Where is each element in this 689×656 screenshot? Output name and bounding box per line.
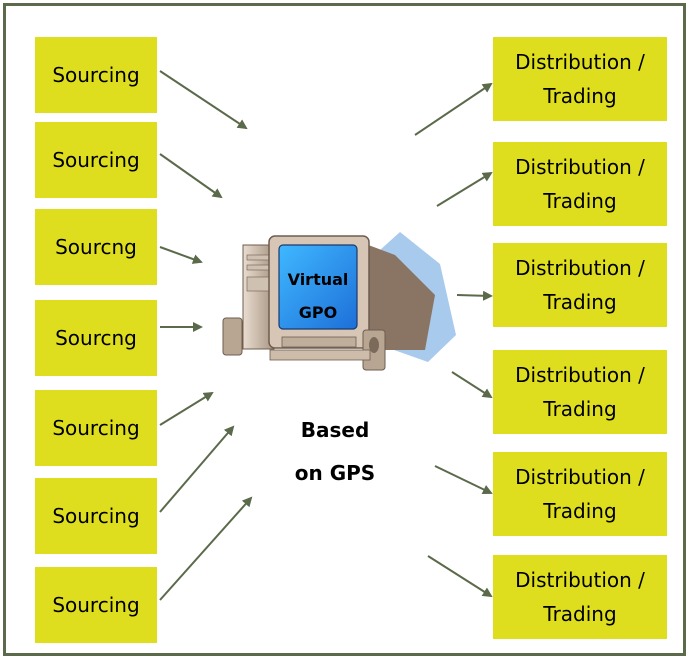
computer-icon xyxy=(222,232,456,371)
source-label-4: Sourcng xyxy=(55,326,137,350)
destination-line1-2: Distribution / xyxy=(515,155,645,179)
destination-line1-3: Distribution / xyxy=(515,256,645,280)
destination-box-4: Distribution / Trading xyxy=(493,350,667,434)
destination-line2-5: Trading xyxy=(543,499,617,523)
screen-label-1: Virtual xyxy=(287,270,349,289)
arrow-destination-2 xyxy=(436,171,493,207)
arrow-destination-5 xyxy=(434,465,493,495)
arrow-source-2 xyxy=(159,153,223,199)
destination-box-1: Distribution / Trading xyxy=(493,37,667,121)
source-label-3: Sourcng xyxy=(55,235,137,259)
source-box-3: Sourcng xyxy=(35,209,157,285)
source-box-5: Sourcing xyxy=(35,390,157,466)
destination-line1-6: Distribution / xyxy=(515,568,645,592)
arrow-source-1 xyxy=(159,70,248,130)
source-box-1: Sourcing xyxy=(35,37,157,113)
arrow-destination-4 xyxy=(451,371,493,399)
arrow-source-7 xyxy=(159,496,253,601)
destination-line2-2: Trading xyxy=(543,189,617,213)
destination-line1-4: Distribution / xyxy=(515,363,645,387)
destination-box-3: Distribution / Trading xyxy=(493,243,667,327)
source-label-6: Sourcing xyxy=(52,504,140,528)
destination-line1-5: Distribution / xyxy=(515,465,645,489)
source-box-2: Sourcing xyxy=(35,122,157,198)
destination-line2-6: Trading xyxy=(543,602,617,626)
source-box-4: Sourcng xyxy=(35,300,157,376)
arrow-destination-1 xyxy=(414,82,493,136)
arrow-source-6 xyxy=(159,425,235,513)
caption-line-1: Based xyxy=(300,418,370,442)
arrow-source-5 xyxy=(159,391,214,426)
arrow-destination-6 xyxy=(427,555,493,598)
destination-line2-4: Trading xyxy=(543,397,617,421)
destination-box-6: Distribution / Trading xyxy=(493,555,667,639)
caption-line-2: on GPS xyxy=(294,461,376,485)
source-box-7: Sourcing xyxy=(35,567,157,643)
destination-box-2: Distribution / Trading xyxy=(493,142,667,226)
source-label-1: Sourcing xyxy=(52,63,140,87)
destination-line2-1: Trading xyxy=(543,84,617,108)
destination-line2-3: Trading xyxy=(543,290,617,314)
source-label-5: Sourcing xyxy=(52,416,140,440)
screen-label-2: GPO xyxy=(298,303,338,322)
arrow-source-3 xyxy=(159,246,203,264)
destination-line1-1: Distribution / xyxy=(515,50,645,74)
source-box-6: Sourcing xyxy=(35,478,157,554)
arrow-destination-3 xyxy=(456,290,493,301)
source-label-2: Sourcing xyxy=(52,148,140,172)
destination-box-5: Distribution / Trading xyxy=(493,452,667,536)
source-label-7: Sourcing xyxy=(52,593,140,617)
